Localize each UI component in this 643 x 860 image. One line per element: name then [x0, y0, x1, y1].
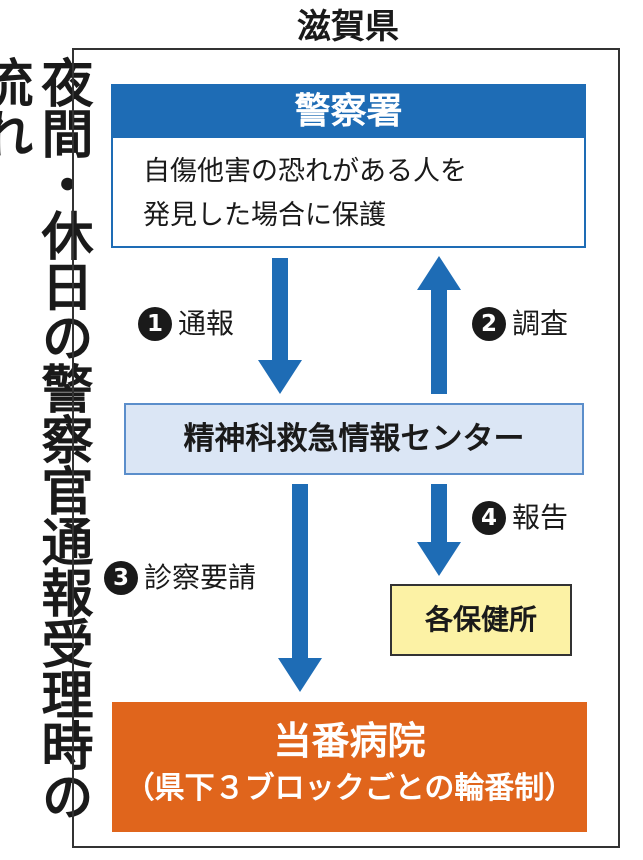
step-2-label: 2 調査 [472, 306, 568, 342]
psychiatric-emergency-center-box: 精神科救急情報センター [124, 403, 584, 475]
arrow-exam-request-down [278, 484, 322, 692]
arrow-notify-down [417, 484, 461, 576]
police-description-line-1: 自傷他害の恐れがある人を [143, 156, 467, 187]
prefecture-frame [72, 48, 620, 848]
step-1-text: 通報 [178, 307, 235, 340]
step-2-number: 2 [472, 307, 506, 341]
step-1-label: 1 通報 [138, 306, 234, 342]
police-station-title: 警察署 [113, 86, 584, 138]
police-station-description: 自傷他害の恐れがある人を 発見した場合に保護 [113, 138, 584, 238]
police-description-line-2: 発見した場合に保護 [143, 200, 386, 231]
step-4-text: 報告 [512, 501, 569, 534]
health-centers-box: 各保健所 [390, 584, 572, 656]
duty-hospital-title: 当番病院 [273, 719, 426, 763]
step-3-number: 3 [104, 561, 138, 595]
step-4-number: 4 [472, 501, 506, 535]
prefecture-label: 滋賀県 [297, 7, 399, 47]
police-station-box: 警察署 自傷他害の恐れがある人を 発見した場合に保護 [111, 84, 586, 248]
duty-hospital-box: 当番病院 （県下３ブロックごとの輪番制） [112, 702, 587, 832]
arrow-report-down [258, 258, 302, 394]
step-2-text: 調査 [512, 307, 569, 340]
step-3-label: 3 診察要請 [104, 560, 256, 596]
step-1-number: 1 [138, 307, 172, 341]
arrow-investigate-up [417, 256, 461, 394]
duty-hospital-note: （県下３ブロックごとの輪番制） [124, 771, 575, 806]
step-3-text: 診察要請 [144, 561, 257, 594]
step-4-label: 4 報告 [472, 500, 568, 536]
